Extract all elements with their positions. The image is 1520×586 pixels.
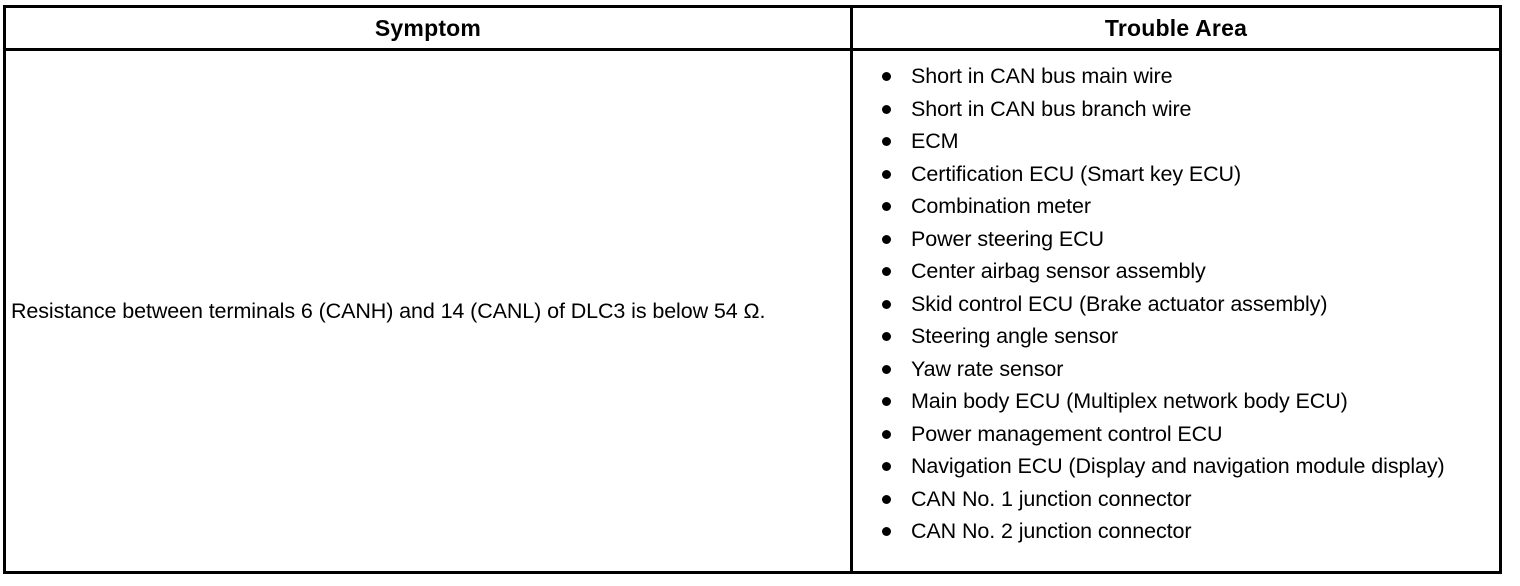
list-item-label: Center airbag sensor assembly bbox=[911, 259, 1206, 283]
bullet-icon bbox=[882, 137, 891, 146]
bullet-icon bbox=[882, 364, 891, 374]
list-item: Center airbag sensor assembly bbox=[879, 255, 1495, 288]
list-item: Short in CAN bus branch wire bbox=[879, 93, 1495, 126]
list-item: Skid control ECU (Brake actuator assembl… bbox=[879, 288, 1495, 321]
list-item-label: Short in CAN bus branch wire bbox=[911, 96, 1192, 121]
list-item-label: Certification ECU (Smart key ECU) bbox=[911, 161, 1242, 186]
list-item: Power management control ECU bbox=[879, 418, 1495, 451]
list-item: Main body ECU (Multiplex network body EC… bbox=[879, 385, 1495, 418]
list-item: Steering angle sensor bbox=[879, 320, 1495, 353]
bullet-icon bbox=[882, 494, 891, 504]
bullet-icon bbox=[882, 202, 891, 211]
bullet-icon bbox=[882, 429, 891, 439]
column-divider bbox=[850, 8, 853, 571]
list-item: Combination meter bbox=[879, 190, 1495, 223]
list-item: ECM bbox=[879, 125, 1495, 158]
list-item: Certification ECU (Smart key ECU) bbox=[879, 158, 1495, 191]
list-item-label: Skid control ECU (Brake actuator assembl… bbox=[911, 291, 1328, 316]
bullet-icon bbox=[882, 397, 891, 406]
list-item-label: Steering angle sensor bbox=[911, 324, 1119, 348]
symptom-cell: Resistance between terminals 6 (CANH) an… bbox=[6, 51, 850, 571]
list-item: CAN No. 2 junction connector bbox=[879, 515, 1495, 548]
list-item-label: Power management control ECU bbox=[911, 421, 1223, 446]
list-item: Power steering ECU bbox=[879, 223, 1495, 256]
list-item-label: Short in CAN bus main wire bbox=[911, 64, 1173, 88]
bullet-icon bbox=[882, 527, 891, 536]
column-header-symptom-label: Symptom bbox=[374, 14, 482, 41]
column-header-symptom: Symptom bbox=[6, 8, 850, 48]
column-header-trouble-area-label: Trouble Area bbox=[1104, 14, 1248, 41]
column-header-trouble-area: Trouble Area bbox=[853, 8, 1499, 48]
symptom-trouble-area-table: Symptom Trouble Area Resistance between … bbox=[3, 5, 1502, 574]
list-item-label: CAN No. 1 junction connector bbox=[911, 486, 1192, 511]
bullet-icon bbox=[882, 332, 891, 341]
list-item-label: Combination meter bbox=[911, 194, 1091, 218]
list-item-label: CAN No. 2 junction connector bbox=[911, 519, 1192, 543]
table-header-row: Symptom Trouble Area bbox=[6, 8, 1499, 48]
bullet-icon bbox=[882, 104, 891, 114]
list-item: CAN No. 1 junction connector bbox=[879, 483, 1495, 516]
list-item-label: Yaw rate sensor bbox=[911, 356, 1064, 381]
table-inner: Symptom Trouble Area Resistance between … bbox=[6, 8, 1499, 571]
header-divider bbox=[6, 48, 1499, 51]
bullet-icon bbox=[882, 72, 891, 81]
symptom-text: Resistance between terminals 6 (CANH) an… bbox=[11, 299, 766, 323]
list-item: Yaw rate sensor bbox=[879, 353, 1495, 386]
bullet-icon bbox=[882, 169, 891, 179]
table-row: Resistance between terminals 6 (CANH) an… bbox=[6, 51, 1499, 571]
list-item-label: Main body ECU (Multiplex network body EC… bbox=[911, 389, 1348, 413]
bullet-icon bbox=[882, 267, 891, 276]
list-item-label: ECM bbox=[911, 129, 959, 153]
bullet-icon bbox=[882, 299, 891, 309]
list-item-label: Power steering ECU bbox=[911, 226, 1104, 251]
list-item: Navigation ECU (Display and navigation m… bbox=[879, 450, 1495, 483]
list-item: Short in CAN bus main wire bbox=[879, 60, 1495, 93]
bullet-icon bbox=[882, 462, 891, 471]
list-item-label: Navigation ECU (Display and navigation m… bbox=[911, 454, 1445, 478]
bullet-icon bbox=[882, 234, 891, 244]
